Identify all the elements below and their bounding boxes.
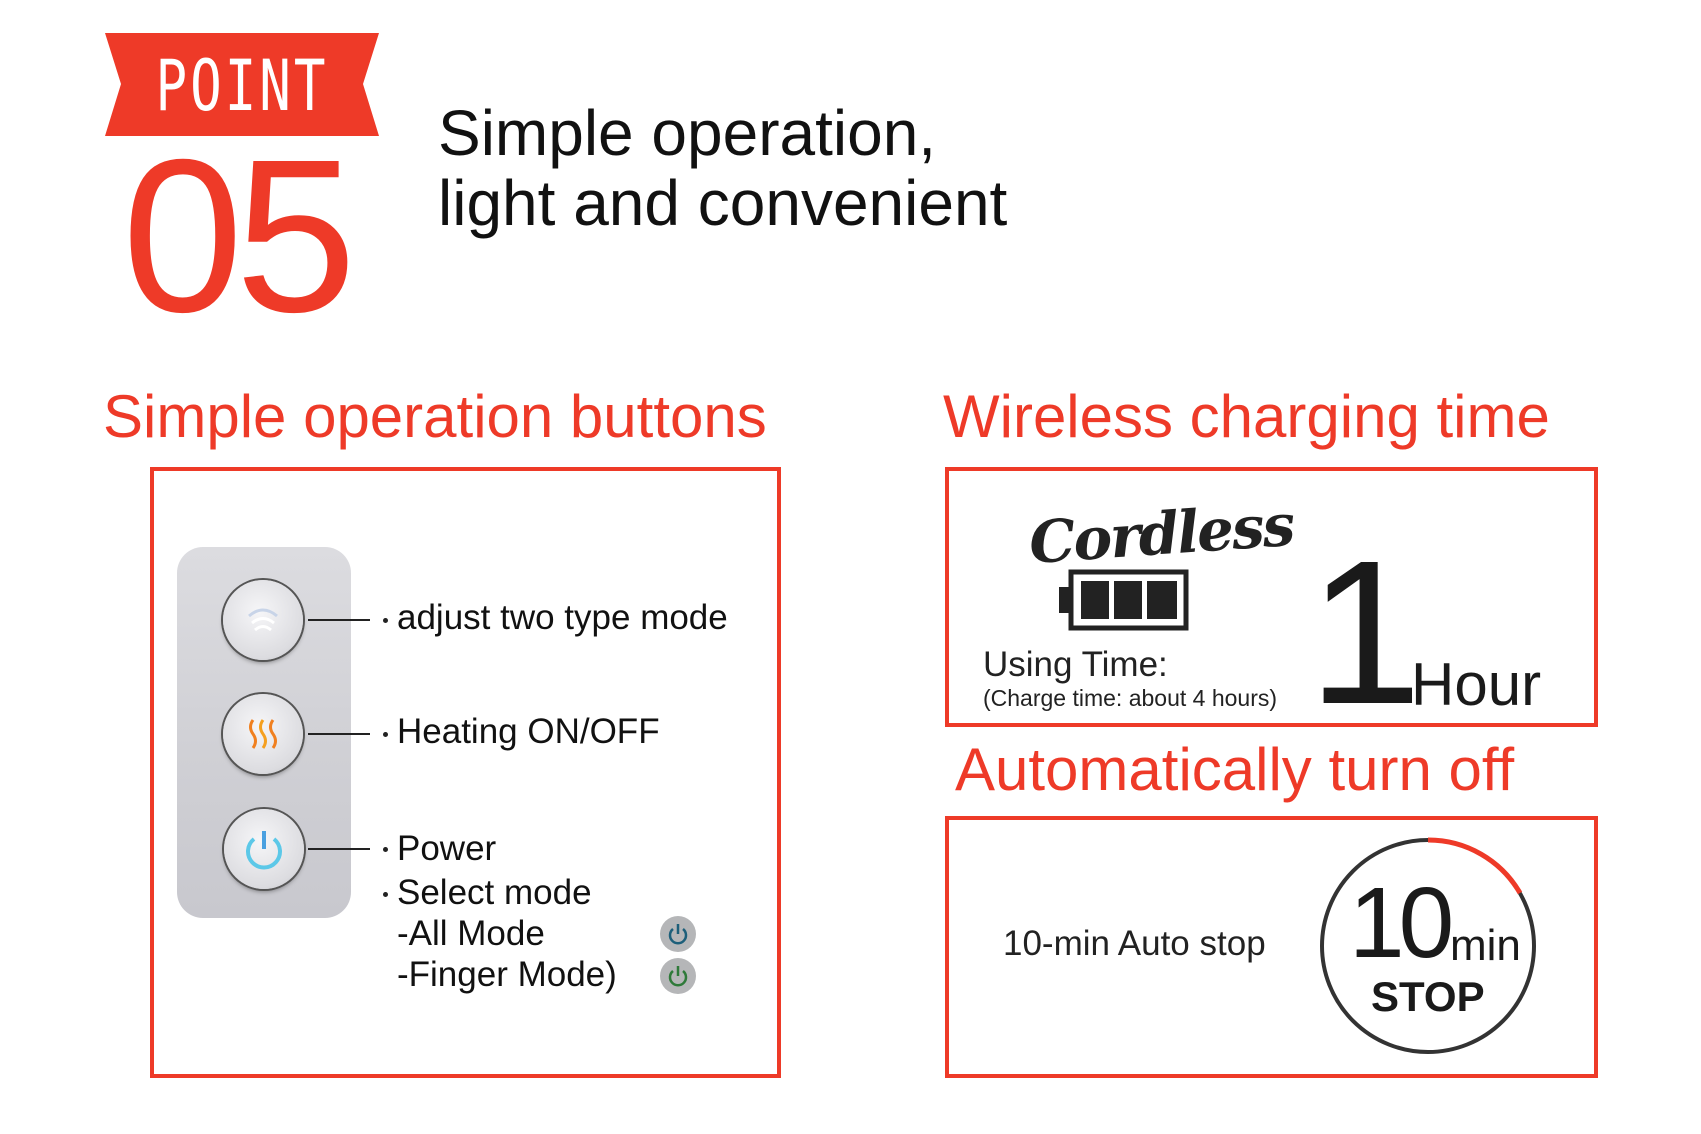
power-button[interactable] <box>224 809 304 889</box>
heating-label: Heating ON/OFF <box>397 712 660 751</box>
heat-waves-icon <box>249 719 277 749</box>
charging-box <box>945 467 1598 727</box>
finger-mode-label: -Finger Mode) <box>397 955 617 994</box>
charging-section-title: Wireless charging time <box>943 383 1550 450</box>
timer-unit: min <box>1450 921 1521 970</box>
buttons-section-title: Simple operation buttons <box>103 383 767 450</box>
bullet <box>383 732 388 737</box>
hours-value: 1 <box>1308 518 1423 747</box>
all-mode-power-icon <box>660 916 696 952</box>
timer-minutes: 10 <box>1349 867 1454 979</box>
bullet <box>383 847 388 852</box>
mode-button[interactable] <box>223 580 303 660</box>
power-label: Power <box>397 829 497 868</box>
auto-off-box <box>945 816 1598 1078</box>
subtitle-line-2: light and convenient <box>438 167 1008 239</box>
mode-label: adjust two type mode <box>397 598 728 637</box>
point-badge: POINT <box>105 33 379 136</box>
heating-button[interactable] <box>223 694 303 774</box>
timer-stop: STOP <box>1371 973 1485 1020</box>
ribbon-shape <box>105 33 379 136</box>
point-number: 05 <box>122 115 357 358</box>
hours-unit: Hour <box>1411 651 1542 718</box>
using-time-label: Using Time: <box>983 645 1168 684</box>
badge-text: POINT <box>155 45 329 127</box>
select-mode-label: Select mode <box>397 873 592 912</box>
auto-stop-label: 10-min Auto stop <box>1003 924 1266 963</box>
timer-dial <box>1320 837 1536 1054</box>
battery-full-icon <box>1059 569 1189 631</box>
subtitle-line-1: Simple operation, <box>438 97 937 169</box>
connector-line <box>308 619 370 621</box>
connector-line <box>308 733 370 735</box>
page-subtitle: Simple operation, light and convenient <box>438 98 1007 238</box>
buttons-panel-box <box>150 467 781 1078</box>
connector-line <box>308 848 370 850</box>
auto-off-section-title: Automatically turn off <box>955 736 1515 803</box>
all-mode-label: -All Mode <box>397 914 545 953</box>
wave-mode-icon <box>248 608 278 632</box>
charge-time-note: (Charge time: about 4 hours) <box>983 685 1278 711</box>
power-icon <box>246 831 282 870</box>
finger-mode-power-icon <box>660 958 696 994</box>
bullet <box>383 892 388 897</box>
bullet <box>383 618 388 623</box>
timer-progress-arc <box>1427 837 1523 895</box>
